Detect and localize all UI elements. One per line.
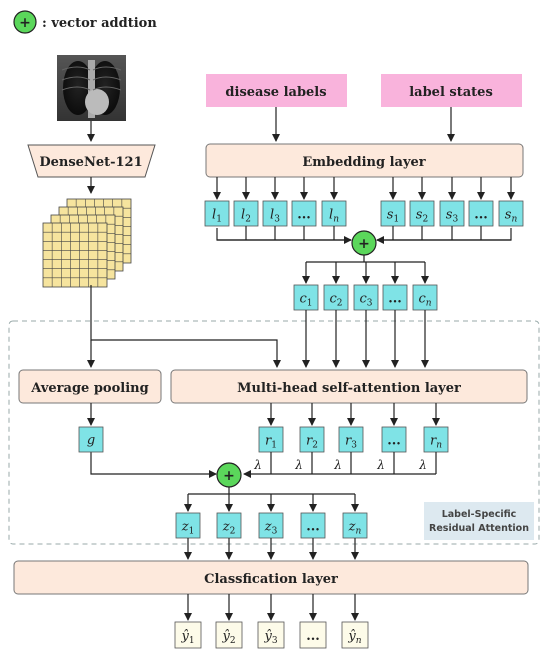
label-token: l3 xyxy=(262,177,288,227)
state-token-label: s1 xyxy=(387,208,399,225)
prediction-token: ŷ1 xyxy=(174,594,202,649)
densenet-label: DenseNet-121 xyxy=(39,155,142,170)
residual-token: rn xyxy=(423,403,449,453)
state-token-label: ... xyxy=(474,208,488,223)
combined-token-label: ... xyxy=(388,292,402,307)
label-token-label: ln xyxy=(329,208,339,225)
module-label-box xyxy=(424,502,534,540)
prediction-token-label: ... xyxy=(306,629,320,644)
combined-token-label: c3 xyxy=(359,292,372,309)
token-groups: l1 l2 l3... ln s1 s2 s3... sn c1 c2 c3... cn r1 r2 r3.… xyxy=(174,177,524,649)
prediction-token: ŷn xyxy=(341,594,369,649)
output-token: ... xyxy=(300,494,326,560)
label-token-label: l2 xyxy=(241,208,251,225)
label-token: l2 xyxy=(233,177,259,227)
output-token-label: ... xyxy=(306,520,320,535)
residual-token-label: r1 xyxy=(265,434,277,451)
state-token: s2 xyxy=(409,177,435,227)
average-pooling-layer xyxy=(18,369,162,404)
state-token: s3 xyxy=(439,177,465,227)
module-label-line1: Label-Specific xyxy=(442,509,517,520)
embedding-layer xyxy=(205,143,524,178)
addition-node-residual xyxy=(216,462,242,488)
residual-token: r3 xyxy=(338,403,364,453)
lambda-weight: λ xyxy=(253,458,262,472)
prediction-token-label: ŷ3 xyxy=(263,629,277,646)
residual-token-label: r2 xyxy=(306,434,318,451)
pooled-vector-label: g xyxy=(87,433,95,448)
combined-token: c1 xyxy=(293,262,319,368)
output-token: z2 xyxy=(216,494,242,560)
residual-token-label: r3 xyxy=(345,434,357,451)
residual-attention-module xyxy=(8,320,540,545)
output-token-label: z1 xyxy=(181,520,195,537)
output-token-label: z2 xyxy=(222,520,236,537)
combined-token-label: cn xyxy=(418,292,431,309)
lambda-weight: λ xyxy=(376,458,385,472)
combined-token: ... xyxy=(382,262,408,368)
lambda-weight: λ xyxy=(418,458,427,472)
state-token: sn xyxy=(498,177,524,227)
classification-layer-label: Classfication layer xyxy=(204,572,338,587)
module-label-line2: Residual Attention xyxy=(429,523,529,534)
label-token-label: l1 xyxy=(212,208,222,225)
output-token: z3 xyxy=(258,494,284,560)
residual-token: r1 xyxy=(258,403,284,453)
addition-node-embeddings xyxy=(351,230,377,256)
disease-labels-text: disease labels xyxy=(225,85,326,100)
output-token: z1 xyxy=(175,494,201,560)
state-token-label: sn xyxy=(505,208,518,225)
prediction-token: ŷ3 xyxy=(257,594,285,649)
chest-xray-image xyxy=(57,55,126,121)
combined-token: cn xyxy=(412,262,438,368)
legend: + : vector addtion xyxy=(13,10,157,34)
addition-symbol-1: + xyxy=(358,236,370,252)
lambda-weight: λ xyxy=(333,458,342,472)
combined-token-label: c1 xyxy=(299,292,312,309)
prediction-token-label: ŷn xyxy=(347,629,361,646)
output-token-label: z3 xyxy=(264,520,278,537)
combined-token: c3 xyxy=(353,262,379,368)
residual-token-label: ... xyxy=(387,434,401,449)
feature-map-grid xyxy=(42,222,108,288)
legend-plus-symbol: + xyxy=(19,15,31,31)
vector-addition-icon xyxy=(13,10,37,34)
prediction-token-label: ŷ1 xyxy=(180,629,194,646)
addition-symbol-2: + xyxy=(223,468,235,484)
prediction-token-label: ŷ2 xyxy=(221,629,235,646)
label-token-label: ... xyxy=(297,208,311,223)
combined-token: c2 xyxy=(323,262,349,368)
label-token: l1 xyxy=(204,177,230,227)
residual-token-label: rn xyxy=(430,434,442,451)
prediction-token: ŷ2 xyxy=(215,594,243,649)
label-token: ... xyxy=(291,177,317,227)
label-token-label: l3 xyxy=(270,208,280,225)
feature-maps xyxy=(42,198,132,288)
label-states-text: label states xyxy=(409,85,493,100)
output-token-label: zn xyxy=(348,520,362,537)
state-token: ... xyxy=(468,177,494,227)
prediction-token: ... xyxy=(299,594,327,649)
state-token: s1 xyxy=(380,177,406,227)
combined-token-label: c2 xyxy=(329,292,342,309)
pooled-vector-box xyxy=(78,426,104,453)
legend-text: : vector addtion xyxy=(42,16,157,31)
state-token-label: s2 xyxy=(416,208,428,225)
residual-token: r2 xyxy=(299,403,325,453)
state-token-label: s3 xyxy=(446,208,459,225)
label-states-box xyxy=(381,74,522,107)
average-pooling-label: Average pooling xyxy=(30,381,148,396)
embedding-layer-label: Embedding layer xyxy=(302,155,425,170)
residual-token: ... xyxy=(381,403,407,453)
lambda-weight: λ xyxy=(294,458,303,472)
disease-labels-box xyxy=(206,74,347,107)
densenet-backbone xyxy=(27,144,156,178)
label-token: ln xyxy=(321,177,347,227)
mhsa-layer xyxy=(170,369,528,404)
mhsa-layer-label: Multi-head self-attention layer xyxy=(237,381,461,396)
output-token: zn xyxy=(342,494,368,560)
